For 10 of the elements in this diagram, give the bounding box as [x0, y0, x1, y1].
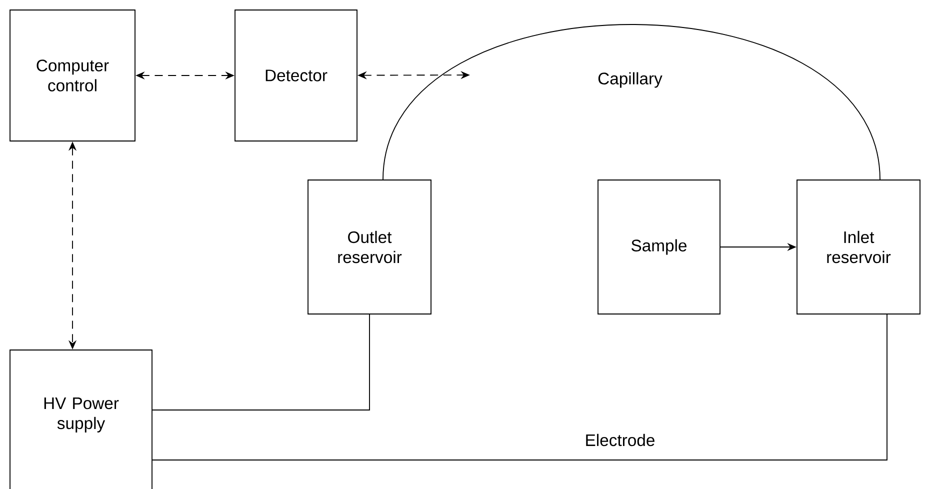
box: Inlet reservoir	[796, 180, 920, 314]
box: Outlet reservoir	[308, 180, 432, 314]
box: Sample	[598, 180, 720, 314]
edge-label: Electrode	[583, 432, 657, 448]
box: Detector	[234, 10, 358, 142]
connector	[152, 314, 370, 410]
connector	[152, 314, 888, 460]
box: HV Power supply	[10, 350, 152, 489]
box: Computer control	[10, 10, 136, 142]
edge-label: Capillary	[596, 70, 664, 90]
